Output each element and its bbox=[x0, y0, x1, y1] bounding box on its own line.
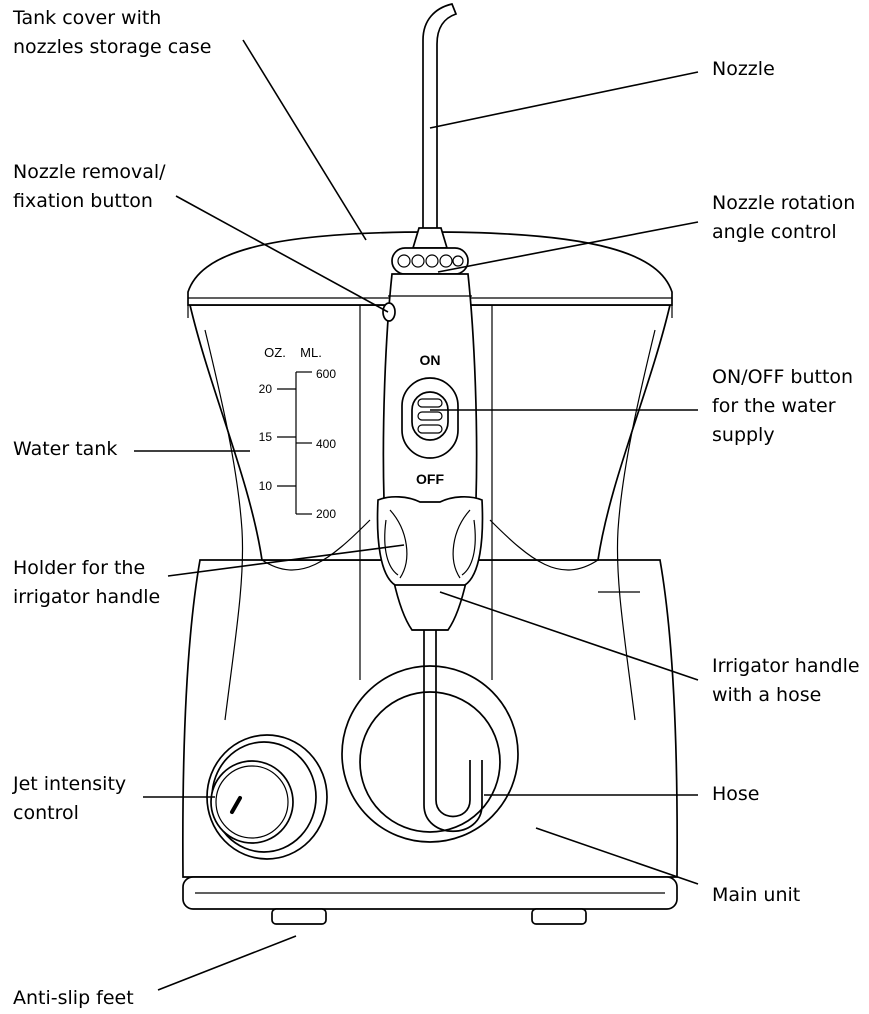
leader-lines bbox=[134, 39, 699, 991]
jet-intensity-dial bbox=[206, 734, 328, 860]
leader-line bbox=[242, 39, 367, 241]
on-off-switch bbox=[401, 377, 459, 459]
switch-off-text: OFF bbox=[416, 471, 444, 487]
scale-ml-header: ML. bbox=[300, 345, 322, 360]
label-feet: Anti-slip feet bbox=[13, 987, 134, 1009]
scale-oz-mark: 10 bbox=[259, 479, 273, 493]
scale-ml-mark: 600 bbox=[316, 367, 336, 381]
hose bbox=[423, 630, 483, 833]
label-main-unit: Main unit bbox=[712, 884, 801, 906]
leader-line bbox=[535, 827, 699, 885]
label-water-tank: Water tank bbox=[13, 438, 118, 460]
leader-line bbox=[157, 935, 297, 991]
scale-oz-mark: 20 bbox=[259, 382, 273, 396]
hose-cavity bbox=[341, 665, 519, 843]
leader-line bbox=[439, 591, 699, 681]
scale-oz-header: OZ. bbox=[264, 345, 286, 360]
leader-line bbox=[167, 544, 405, 577]
scale-ml-mark: 200 bbox=[316, 507, 336, 521]
scale-ml-mark: 400 bbox=[316, 437, 336, 451]
anti-slip-feet bbox=[271, 908, 587, 925]
switch-on-text: ON bbox=[420, 352, 441, 368]
label-nozzle: Nozzle bbox=[712, 58, 775, 80]
measurement-scale bbox=[277, 371, 312, 515]
label-tank-cover: Tank cover with nozzles storage case bbox=[13, 7, 212, 58]
label-nozzle-removal: Nozzle removal/ fixation button bbox=[13, 161, 166, 212]
label-hose: Hose bbox=[712, 783, 760, 805]
nozzle bbox=[422, 3, 458, 231]
handle-holder bbox=[376, 496, 484, 586]
leader-line bbox=[437, 221, 699, 273]
scale-oz-mark: 15 bbox=[259, 430, 273, 444]
label-holder: Holder for the irrigator handle bbox=[13, 557, 161, 608]
leader-line bbox=[175, 195, 389, 313]
label-nozzle-rotation: Nozzle rotation angle control bbox=[712, 192, 856, 243]
nozzle-rotation-ring bbox=[391, 247, 469, 275]
label-jet: Jet intensity control bbox=[13, 773, 127, 824]
label-handle: Irrigator handle with a hose bbox=[712, 655, 860, 706]
nozzle-removal-button bbox=[382, 302, 396, 322]
label-on-off: ON/OFF button for the water supply bbox=[712, 366, 854, 446]
leader-line bbox=[429, 71, 699, 129]
